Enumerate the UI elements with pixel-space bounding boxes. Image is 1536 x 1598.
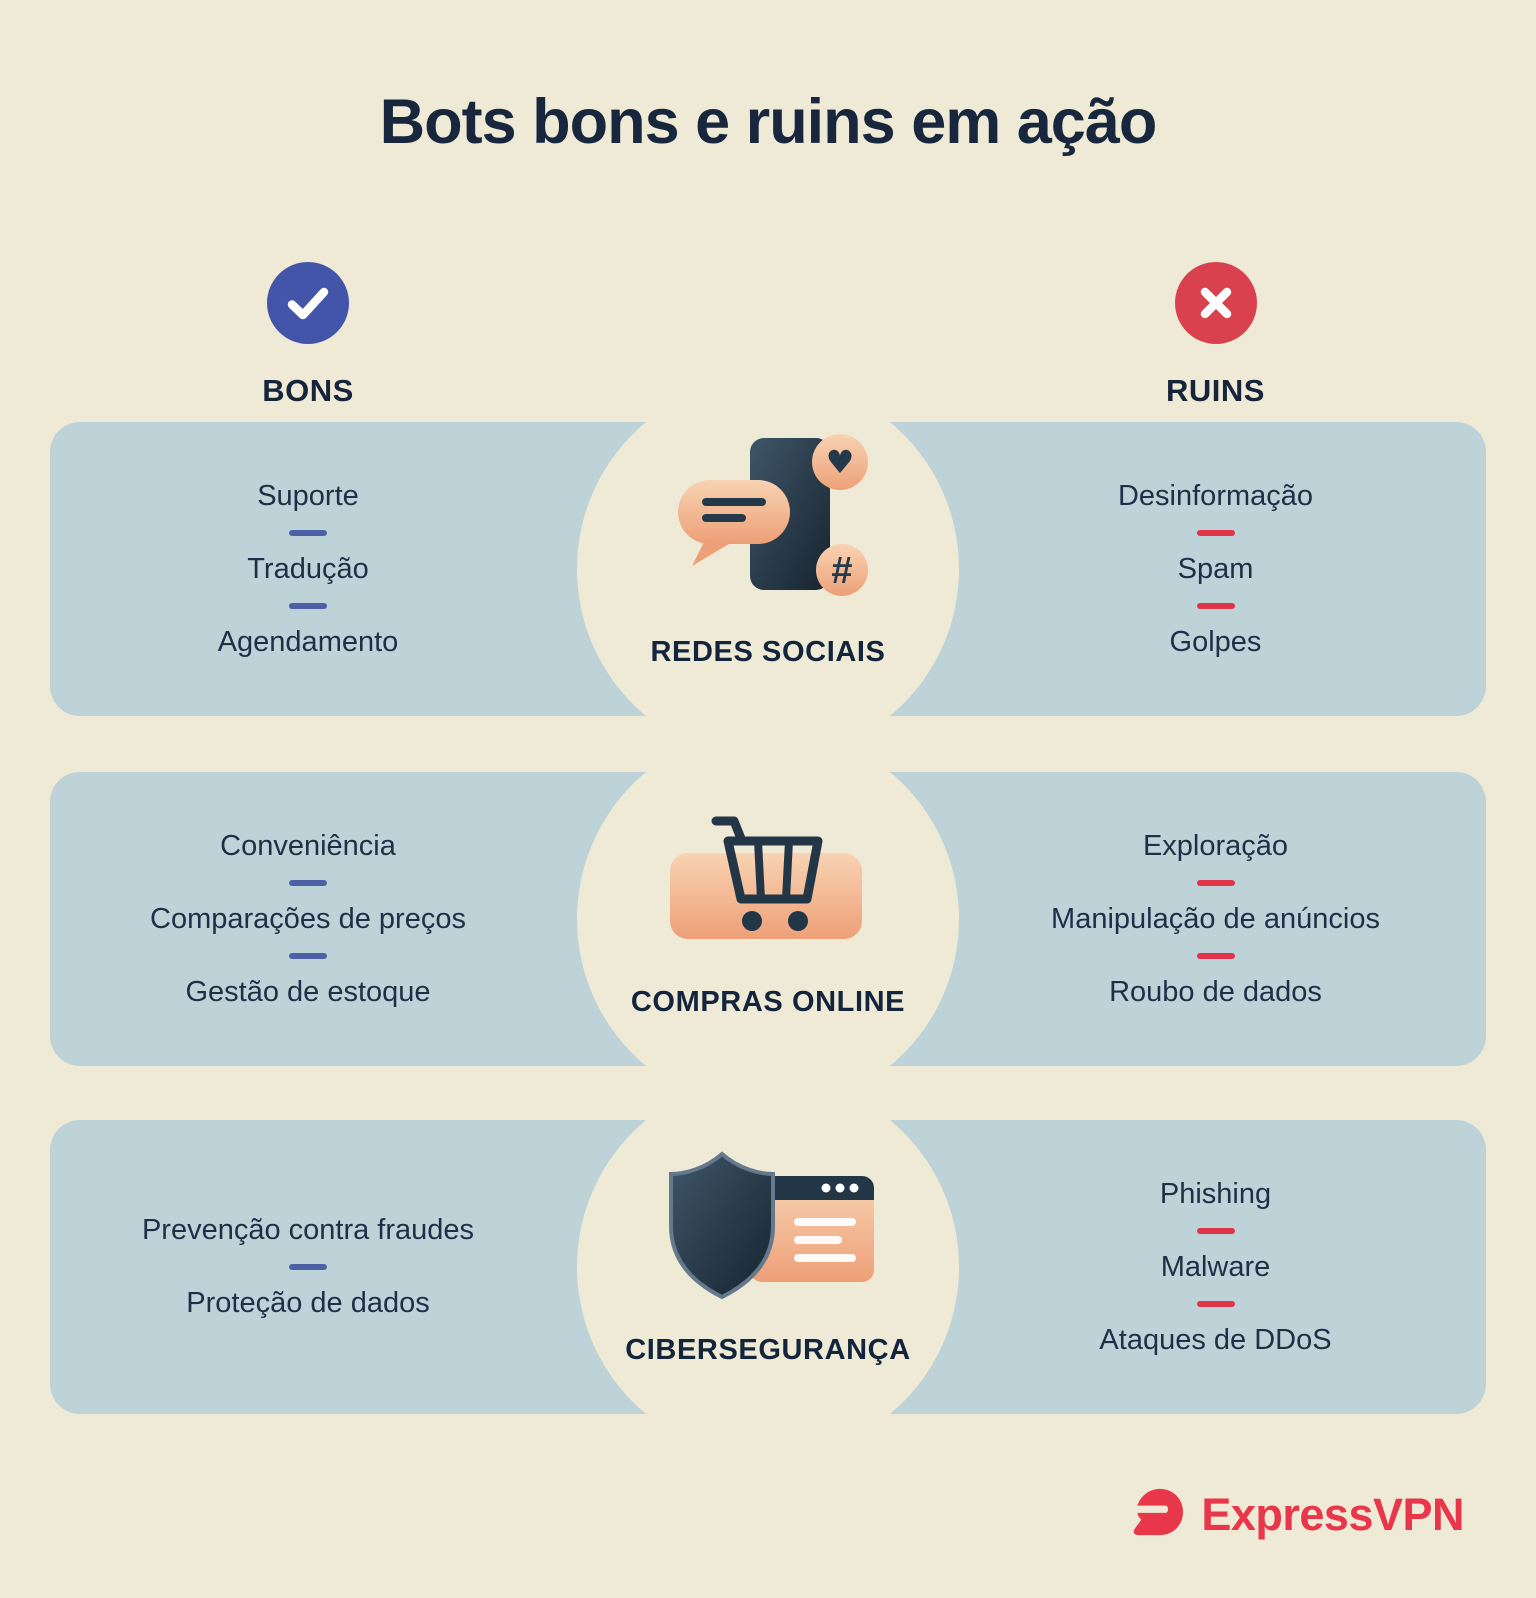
svg-text:#: # (831, 550, 852, 592)
list-separator-dash (289, 952, 327, 959)
list-separator-dash (1196, 1300, 1235, 1307)
bad-column-header: RUINS (945, 262, 1486, 409)
list-item: Suporte (257, 479, 359, 512)
list-item: Gestão de estoque (185, 975, 431, 1008)
list-item: Prevenção contra fraudes (141, 1214, 475, 1246)
list-item: Golpes (1169, 625, 1262, 658)
list-item: Malware (1160, 1250, 1271, 1283)
category-circle: ♥ # REDES SOCIAIS (577, 378, 959, 760)
list-item: Desinformação (1117, 479, 1314, 512)
list-item: Spam (1177, 552, 1254, 585)
expressvpn-logo-icon (1130, 1483, 1188, 1546)
list-separator-dash (1196, 529, 1235, 536)
category-label: REDES SOCIAIS (650, 636, 886, 668)
list-separator-dash (1196, 1227, 1235, 1234)
brand-footer: ExpressVPN (1130, 1483, 1464, 1546)
good-column-header: BONS (50, 262, 566, 409)
shopping-cart-icon (668, 772, 868, 986)
social-media-phone-icon: ♥ # (664, 422, 872, 636)
infographic-title: Bots bons e ruins em ação (379, 87, 1158, 157)
shield-browser-icon (654, 1120, 882, 1334)
list-item: Ataques de DDoS (1099, 1323, 1332, 1356)
list-separator-dash (289, 1264, 327, 1270)
bad-column-label: RUINS (1166, 373, 1265, 408)
check-icon (267, 262, 349, 349)
svg-text:♥: ♥ (826, 443, 855, 481)
list-separator-dash (1196, 879, 1235, 886)
list-item: Phishing (1159, 1177, 1272, 1210)
brand-wordmark: ExpressVPN (1201, 1488, 1464, 1540)
list-item: Agendamento (217, 625, 399, 658)
list-item: Exploração (1142, 829, 1289, 862)
list-item: Manipulação de anúncios (1051, 902, 1380, 935)
category-label: CIBERSEGURANÇA (625, 1334, 911, 1366)
list-item: Conveniência (220, 829, 396, 862)
list-item: Tradução (247, 552, 369, 585)
list-separator-dash (1196, 602, 1235, 609)
list-item: Proteção de dados (186, 1287, 430, 1319)
good-column-label: BONS (262, 373, 354, 408)
list-separator-dash (289, 529, 327, 536)
category-label: COMPRAS ONLINE (630, 986, 906, 1018)
category-circle: CIBERSEGURANÇA (577, 1076, 959, 1458)
x-icon (1174, 262, 1257, 349)
category-circle: COMPRAS ONLINE (577, 728, 959, 1110)
list-item: Roubo de dados (1109, 975, 1322, 1008)
list-item: Comparações de preços (150, 902, 466, 935)
list-separator-dash (289, 602, 327, 609)
list-separator-dash (1196, 952, 1235, 959)
list-separator-dash (289, 879, 327, 886)
